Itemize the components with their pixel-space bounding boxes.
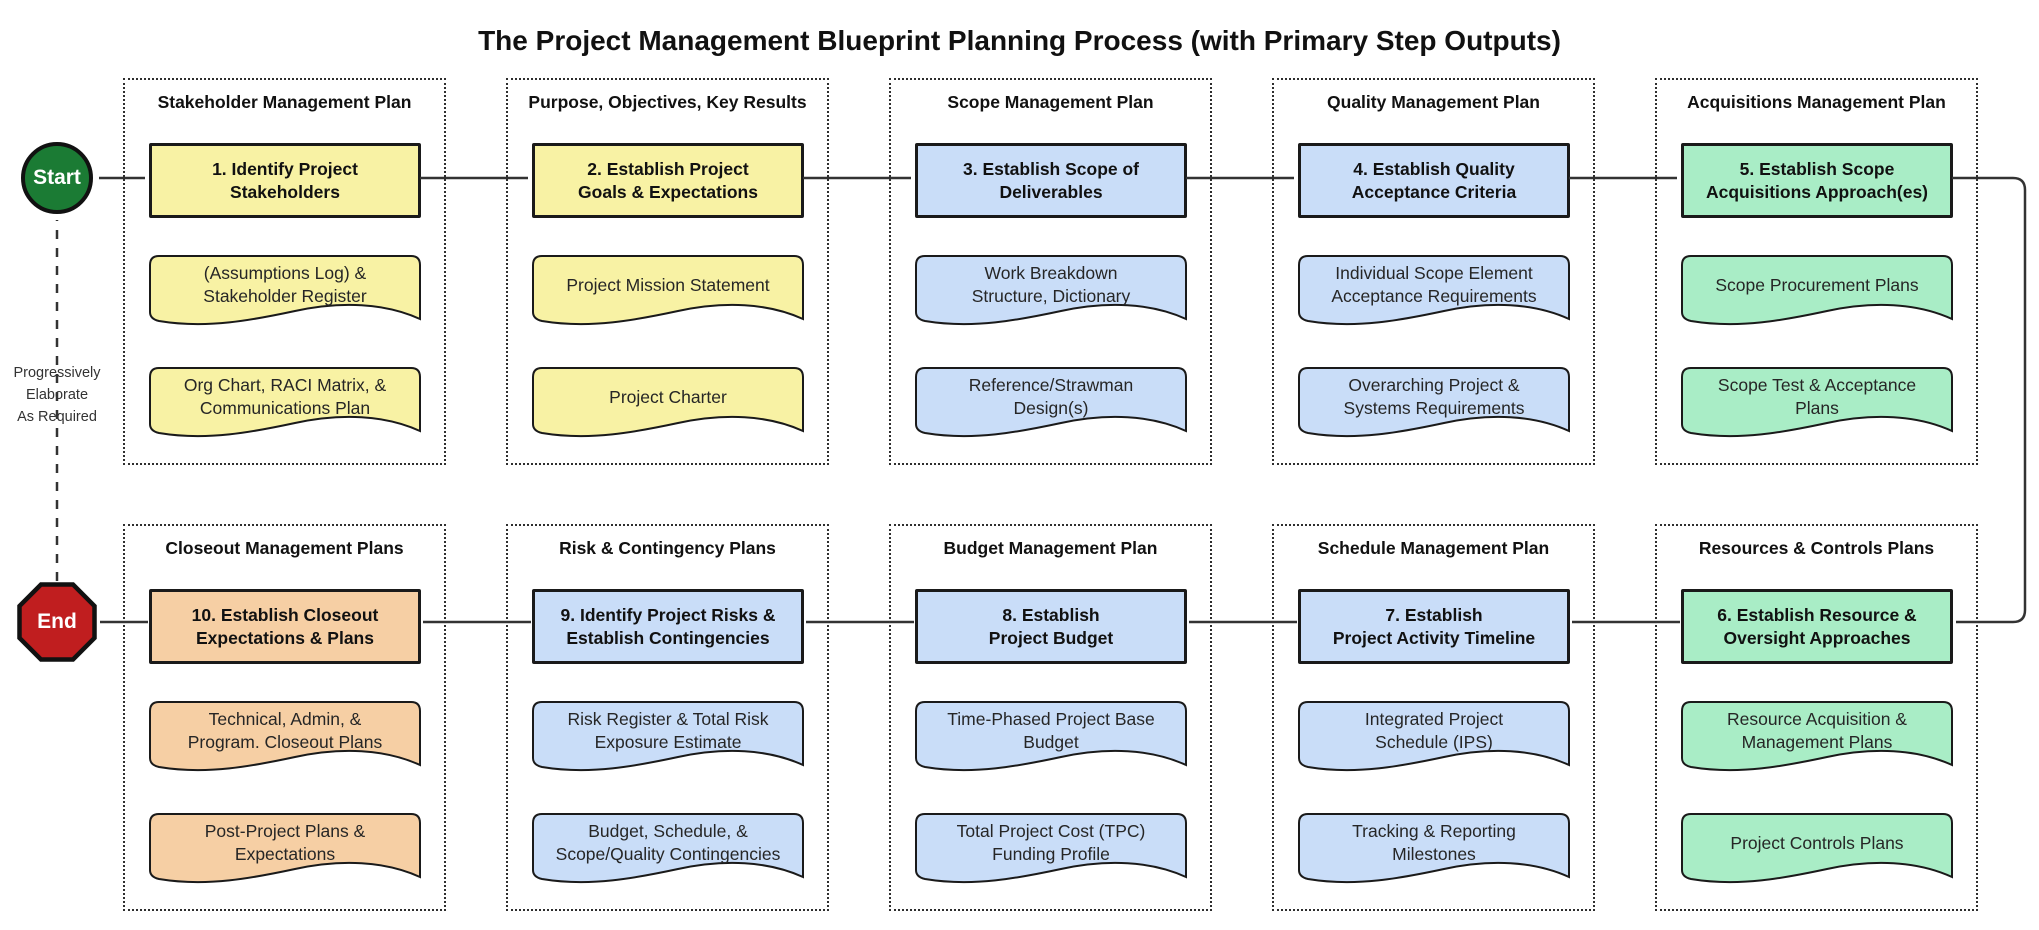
group-title: Purpose, Objectives, Key Results xyxy=(528,92,807,112)
output-doc: Individual Scope Element Acceptance Requ… xyxy=(1298,255,1570,333)
output-label: Risk Register & Total Risk Exposure Esti… xyxy=(567,709,769,752)
output-label: Scope Test & Acceptance Plans xyxy=(1717,375,1917,418)
output-label: Org Chart, RACI Matrix, & Communications… xyxy=(183,375,387,418)
group-title: Schedule Management Plan xyxy=(1317,538,1550,558)
output-doc: Project Charter xyxy=(532,367,804,445)
output-label: Project Charter xyxy=(609,386,727,407)
end-node: End xyxy=(17,582,97,662)
output-doc: Integrated Project Schedule (IPS) xyxy=(1298,701,1570,779)
step-10-box: 10. Establish Closeout Expectations & Pl… xyxy=(149,589,421,664)
output-label: Resource Acquisition & Management Plans xyxy=(1727,709,1907,752)
end-label: End xyxy=(37,610,77,633)
output-doc: Total Project Cost (TPC) Funding Profile xyxy=(915,813,1187,891)
group-schedule-management: Schedule Management Plan 7. Establish Pr… xyxy=(1272,524,1595,911)
step-5-box: 5. Establish Scope Acquisitions Approach… xyxy=(1681,143,1953,218)
step-8-box: 8. Establish Project Budget xyxy=(915,589,1187,664)
output-label: Tracking & Reporting Milestones xyxy=(1352,821,1516,864)
step-3-box: 3. Establish Scope of Deliverables xyxy=(915,143,1187,218)
group-title: Closeout Management Plans xyxy=(165,538,404,558)
group-quality-management: Quality Management Plan 4. Establish Qua… xyxy=(1272,78,1595,465)
output-label: Overarching Project & Systems Requiremen… xyxy=(1343,375,1525,418)
end-octagon-shape xyxy=(17,582,97,662)
output-doc: Budget, Schedule, & Scope/Quality Contin… xyxy=(532,813,804,891)
loop-annotation: Progressively Elaborate As Required xyxy=(13,365,101,425)
output-label: Integrated Project Schedule (IPS) xyxy=(1364,709,1504,752)
output-doc: Work Breakdown Structure, Dictionary xyxy=(915,255,1187,333)
step-1-box: 1. Identify Project Stakeholders xyxy=(149,143,421,218)
group-title: Acquisitions Management Plan xyxy=(1687,92,1946,112)
group-title: Quality Management Plan xyxy=(1327,92,1540,112)
output-doc: Project Controls Plans xyxy=(1681,813,1953,891)
output-label: Scope Procurement Plans xyxy=(1715,274,1919,295)
output-doc: Risk Register & Total Risk Exposure Esti… xyxy=(532,701,804,779)
start-circle-shape xyxy=(21,142,93,214)
output-doc: Scope Test & Acceptance Plans xyxy=(1681,367,1953,445)
output-doc: Overarching Project & Systems Requiremen… xyxy=(1298,367,1570,445)
diagram-title: The Project Management Blueprint Plannin… xyxy=(478,24,1561,56)
group-title: Budget Management Plan xyxy=(943,538,1158,558)
output-label: Individual Scope Element Acceptance Requ… xyxy=(1331,263,1537,306)
output-label: (Assumptions Log) & Stakeholder Register xyxy=(203,263,367,306)
output-label: Technical, Admin, & Program. Closeout Pl… xyxy=(187,709,383,752)
group-stakeholder-management: Stakeholder Management Plan 1. Identify … xyxy=(123,78,446,465)
step-4-box: 4. Establish Quality Acceptance Criteria xyxy=(1298,143,1570,218)
output-label: Total Project Cost (TPC) Funding Profile xyxy=(956,821,1146,864)
output-doc: Post-Project Plans & Expectations xyxy=(149,813,421,891)
output-doc: Technical, Admin, & Program. Closeout Pl… xyxy=(149,701,421,779)
output-doc: Org Chart, RACI Matrix, & Communications… xyxy=(149,367,421,445)
group-risk-contingency: Risk & Contingency Plans 9. Identify Pro… xyxy=(506,524,829,911)
output-label: Reference/Strawman Design(s) xyxy=(968,375,1134,418)
group-purpose-objectives: Purpose, Objectives, Key Results 2. Esta… xyxy=(506,78,829,465)
step-6-box: 6. Establish Resource & Oversight Approa… xyxy=(1681,589,1953,664)
group-title: Scope Management Plan xyxy=(947,92,1154,112)
group-resources-controls: Resources & Controls Plans 6. Establish … xyxy=(1655,524,1978,911)
group-acquisitions-management: Acquisitions Management Plan 5. Establis… xyxy=(1655,78,1978,465)
output-doc: Scope Procurement Plans xyxy=(1681,255,1953,333)
output-label: Post-Project Plans & Expectations xyxy=(204,821,366,864)
group-scope-management: Scope Management Plan 3. Establish Scope… xyxy=(889,78,1212,465)
output-label: Budget, Schedule, & Scope/Quality Contin… xyxy=(555,821,781,864)
output-label: Time-Phased Project Base Budget xyxy=(947,709,1155,752)
group-closeout-management: Closeout Management Plans 10. Establish … xyxy=(123,524,446,911)
group-title: Stakeholder Management Plan xyxy=(157,92,412,112)
step-9-box: 9. Identify Project Risks & Establish Co… xyxy=(532,589,804,664)
output-label: Project Controls Plans xyxy=(1730,832,1904,853)
output-label: Project Mission Statement xyxy=(566,274,770,295)
output-doc: (Assumptions Log) & Stakeholder Register xyxy=(149,255,421,333)
output-doc: Project Mission Statement xyxy=(532,255,804,333)
step-7-box: 7. Establish Project Activity Timeline xyxy=(1298,589,1570,664)
output-label: Work Breakdown Structure, Dictionary xyxy=(971,263,1131,306)
start-node: Start xyxy=(19,140,95,216)
step-2-box: 2. Establish Project Goals & Expectation… xyxy=(532,143,804,218)
output-doc: Tracking & Reporting Milestones xyxy=(1298,813,1570,891)
output-doc: Time-Phased Project Base Budget xyxy=(915,701,1187,779)
group-title: Resources & Controls Plans xyxy=(1698,538,1935,558)
group-budget-management: Budget Management Plan 8. Establish Proj… xyxy=(889,524,1212,911)
output-doc: Reference/Strawman Design(s) xyxy=(915,367,1187,445)
output-doc: Resource Acquisition & Management Plans xyxy=(1681,701,1953,779)
start-label: Start xyxy=(33,166,81,189)
group-title: Risk & Contingency Plans xyxy=(559,538,776,558)
